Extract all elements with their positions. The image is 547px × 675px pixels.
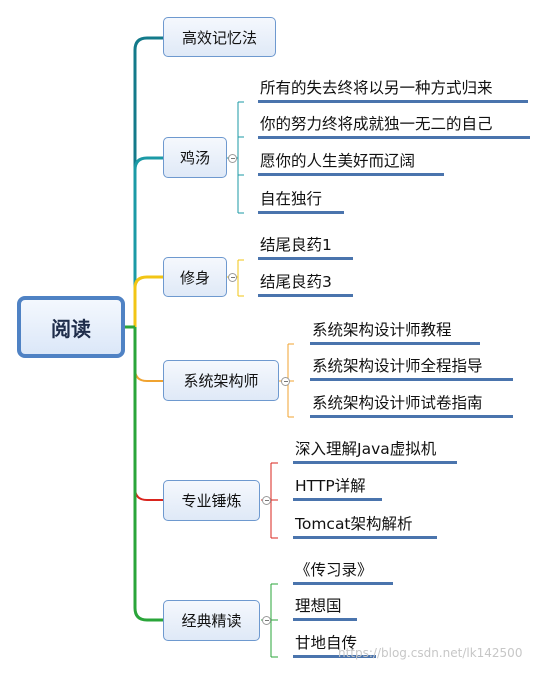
collapse-toggle-icon[interactable] [228,273,237,282]
link-root-jitang [133,156,163,327]
branch-label: 修身 [179,268,210,287]
watermark-text: https://blog.csdn.net/lk142500 [338,646,523,660]
leaf-chuilian-3[interactable]: Tomcat架构解析 [293,507,437,539]
link-root-xiushen [133,275,163,327]
branch-xiushen[interactable]: 修身 [163,257,227,297]
leaf-chuilian-1[interactable]: 深入理解Java虚拟机 [293,432,457,464]
branch-label: 系统架构师 [183,372,259,390]
branch-jingdian-jingdu[interactable]: 经典精读 [163,600,260,641]
root-label: 阅读 [51,316,91,341]
leaf-jitang-3[interactable]: 愿你的人生美好而辽阔 [258,144,444,176]
link-root-chuilian [134,327,163,501]
leaf-xiushen-2[interactable]: 结尾良药3 [258,265,353,297]
branch-label: 专业锤炼 [181,492,242,510]
branch-jitang[interactable]: 鸡汤 [163,137,227,178]
leaf-jiagou-3[interactable]: 系统架构设计师试卷指南 [310,386,513,418]
branch-label: 鸡汤 [179,149,210,167]
branch-gaoxiao-jiyifa[interactable]: 高效记忆法 [163,17,276,57]
leaf-jingdu-3[interactable]: 甘地自传 [293,626,376,658]
leaf-jiagou-1[interactable]: 系统架构设计师教程 [310,313,480,345]
collapse-toggle-icon[interactable] [262,496,271,505]
branch-xitong-jiagoushi[interactable]: 系统架构师 [163,360,279,401]
leaf-jiagou-2[interactable]: 系统架构设计师全程指导 [310,349,513,381]
link-root-jingdu [133,327,163,622]
leaf-jitang-1[interactable]: 所有的失去终将以另一种方式归来 [258,71,528,103]
root-node[interactable]: 阅读 [17,296,125,358]
branch-zhuanye-chuilian[interactable]: 专业锤炼 [163,480,260,521]
link-root-jiagou [134,327,163,382]
collapse-toggle-icon[interactable] [262,616,271,625]
leaf-xiushen-1[interactable]: 结尾良药1 [258,228,353,260]
leaf-jingdu-1[interactable]: 《传习录》 [293,553,393,585]
leaf-chuilian-2[interactable]: HTTP详解 [293,469,382,501]
link-root-gaoxiao [133,36,163,327]
branch-label: 高效记忆法 [181,28,257,47]
collapse-toggle-icon[interactable] [281,377,290,386]
branch-label: 经典精读 [181,612,242,630]
leaf-jitang-4[interactable]: 自在独行 [258,182,344,214]
collapse-toggle-icon[interactable] [228,154,237,163]
leaf-jingdu-2[interactable]: 理想国 [293,589,357,621]
leaf-jitang-2[interactable]: 你的努力终将成就独一无二的自己 [258,107,530,139]
